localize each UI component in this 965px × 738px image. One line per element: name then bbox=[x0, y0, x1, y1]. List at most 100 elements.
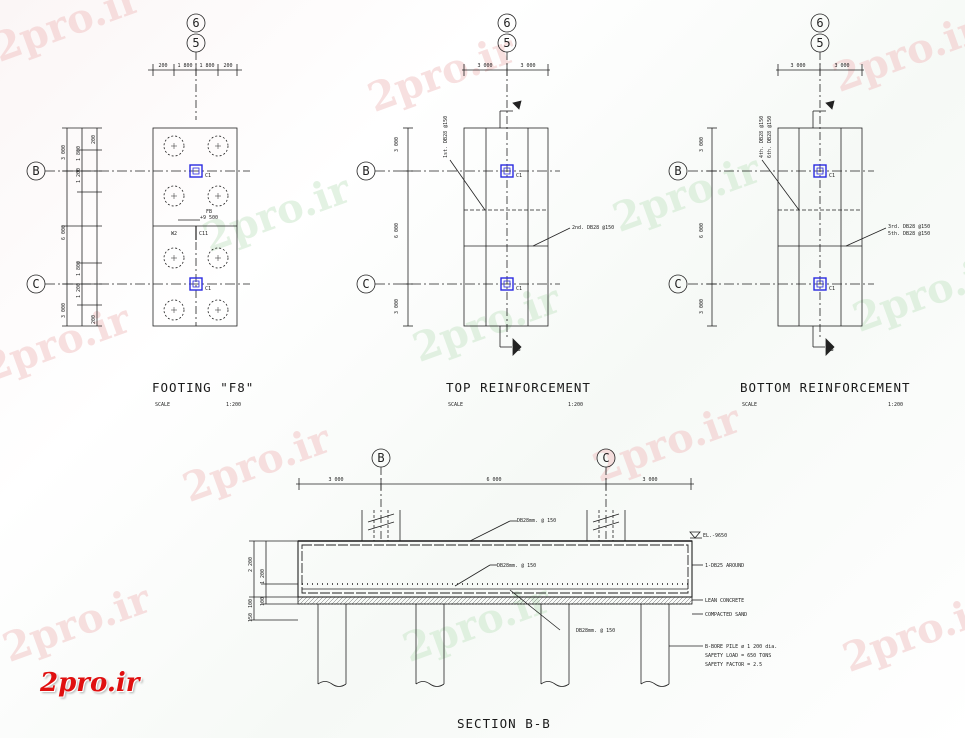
dim-text: 3 000 bbox=[790, 63, 805, 69]
dim-text: 200 bbox=[91, 315, 97, 324]
bottom-reinforcement-title: BOTTOM REINFORCEMENT bbox=[740, 380, 911, 395]
footing-text: 6 5 B C 200 1 800 1 800 200 C1 C1 FB +9 … bbox=[32, 16, 232, 324]
dim-text: 150 bbox=[248, 613, 254, 622]
pile-shafts bbox=[317, 604, 670, 687]
bar-note: DB28mm. @ 150 bbox=[517, 518, 556, 524]
bar-note: DB28mm. @ 150 bbox=[497, 563, 536, 569]
dim-text: 6 000 bbox=[394, 223, 400, 238]
bottom-reinforcement-text: 6 5 B C 3 000 3 000 B B C1 C1 4th. DB28 … bbox=[674, 16, 930, 353]
brand-logo: 2pro.ir bbox=[40, 668, 140, 698]
dim-text: 1 800 bbox=[76, 146, 82, 161]
section-text: B C 3 000 6 000 3 000 DB28mm. @ 150 DB28… bbox=[248, 451, 777, 668]
section-mark: B bbox=[517, 101, 521, 108]
bar-note: 3rd. DB28 @150 bbox=[888, 224, 930, 230]
note-text: 1-DB25 AROUND bbox=[705, 563, 744, 569]
column-label: C1 bbox=[205, 286, 211, 292]
tag-text: C11 bbox=[199, 231, 208, 237]
bar-note: DB28mm. @ 150 bbox=[576, 628, 615, 634]
dim-text: 3 000 bbox=[699, 299, 705, 314]
dim-text: 200 bbox=[223, 63, 232, 69]
note-text: SAFETY FACTOR = 2.5 bbox=[705, 662, 762, 668]
scale-label: SCALE bbox=[742, 402, 758, 408]
grid-label-c: C bbox=[362, 277, 369, 291]
grid-label-c: C bbox=[32, 277, 39, 291]
dim-text: 3 000 bbox=[61, 303, 67, 318]
dim-text: 3 000 bbox=[328, 477, 343, 483]
dim-text: 100 bbox=[248, 599, 254, 608]
dim-text: 3 000 bbox=[394, 137, 400, 152]
dim-text: 6 000 bbox=[699, 223, 705, 238]
bar-note: 2nd. DB28 @150 bbox=[572, 225, 614, 231]
dim-text: 2 200 bbox=[248, 557, 254, 572]
grid-label-5: 5 bbox=[503, 36, 510, 50]
grid-label-5: 5 bbox=[816, 36, 823, 50]
column-label: C1 bbox=[205, 173, 211, 179]
note-text: COMPACTED SAND bbox=[705, 612, 747, 618]
footing-plan bbox=[26, 13, 250, 327]
dim-text: 3 000 bbox=[477, 63, 492, 69]
footing-title: FOOTING "F8" bbox=[152, 380, 255, 395]
grid-label-6: 6 bbox=[503, 16, 510, 30]
top-reinforcement-text: 6 5 B C 3 000 3 000 B B C1 C1 1st. DB28 … bbox=[362, 16, 614, 353]
grid-label-b: B bbox=[32, 164, 39, 178]
grid-label-5: 5 bbox=[192, 36, 199, 50]
bar-note: 4th. DB28 @150 bbox=[759, 116, 765, 158]
dim-text: 1 800 bbox=[177, 63, 192, 69]
column-label: C1 bbox=[516, 286, 522, 292]
grid-label-6: 6 bbox=[816, 16, 823, 30]
note-text: B-BORE PILE ø 1 200 dia. bbox=[705, 644, 777, 650]
bar-note: 5th. DB28 @150 bbox=[888, 231, 930, 237]
top-reinforcement-title: TOP REINFORCEMENT bbox=[446, 380, 591, 395]
section-mark: B bbox=[517, 346, 521, 353]
dim-text: 3 000 bbox=[699, 137, 705, 152]
top-reinforcement-plan bbox=[356, 13, 571, 356]
bottom-reinforcement-plan bbox=[668, 13, 887, 356]
grid-bubble bbox=[186, 13, 206, 33]
note-text: SAFETY LOAD = 650 TONS bbox=[705, 653, 771, 659]
dim-text: 6 000 bbox=[61, 225, 67, 240]
dim-text: 3 000 bbox=[520, 63, 535, 69]
bar-note: 6th. DB28 @150 bbox=[767, 116, 773, 158]
grid-label-b: B bbox=[362, 164, 369, 178]
note-text: FB bbox=[206, 209, 212, 215]
dim-text: 3 000 bbox=[642, 477, 657, 483]
dim-text: 1 800 bbox=[199, 63, 214, 69]
scale-label: SCALE bbox=[155, 402, 171, 408]
tag-text: W2 bbox=[171, 231, 177, 237]
note-text: +9 500 bbox=[200, 215, 218, 221]
section-mark: B bbox=[830, 346, 834, 353]
scale-value: 1:200 bbox=[888, 402, 904, 408]
column-label: C1 bbox=[516, 173, 522, 179]
dim-text: 3 000 bbox=[61, 145, 67, 160]
dim-text: 1 200 bbox=[76, 283, 82, 298]
section-title: SECTION B-B bbox=[457, 716, 551, 731]
dim-text: 1 200 bbox=[76, 168, 82, 183]
dim-text: 100 bbox=[260, 597, 266, 606]
dim-text: 1 800 bbox=[76, 261, 82, 276]
grid-label-c: C bbox=[602, 451, 609, 465]
scale-label: SCALE bbox=[448, 402, 464, 408]
grid-label-6: 6 bbox=[192, 16, 199, 30]
column-label: C1 bbox=[829, 173, 835, 179]
grid-label-b: B bbox=[674, 164, 681, 178]
dim-text: 200 bbox=[158, 63, 167, 69]
column-label: C1 bbox=[829, 286, 835, 292]
dim-text: 3 000 bbox=[834, 63, 849, 69]
section-bb bbox=[249, 448, 703, 687]
dim-text: 1 200 bbox=[260, 569, 266, 584]
scale-value: 1:200 bbox=[226, 402, 242, 408]
grid-label-b: B bbox=[377, 451, 384, 465]
section-mark: B bbox=[830, 101, 834, 108]
dim-text: 200 bbox=[91, 135, 97, 144]
level-text: EL.-9650 bbox=[703, 533, 727, 539]
bar-note: 1st. DB28 @150 bbox=[443, 116, 449, 158]
pile-circles bbox=[163, 135, 229, 321]
grid-label-c: C bbox=[674, 277, 681, 291]
note-text: LEAN CONCRETE bbox=[705, 598, 744, 604]
scale-value: 1:200 bbox=[568, 402, 584, 408]
dim-text: 6 000 bbox=[486, 477, 501, 483]
dim-text: 3 000 bbox=[394, 299, 400, 314]
